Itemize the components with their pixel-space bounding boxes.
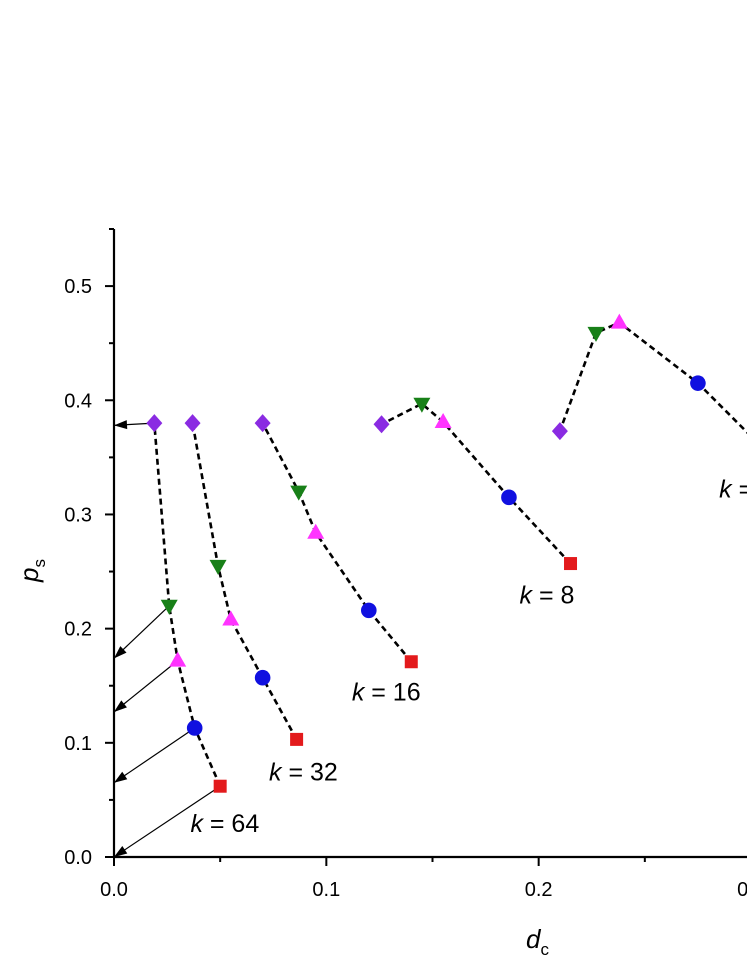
y-tick-label: 0.0 — [64, 847, 92, 869]
series-label-value: = 16 — [364, 679, 420, 707]
square-marker — [213, 779, 227, 793]
series-line — [191, 422, 298, 741]
data-markers — [146, 313, 706, 793]
triangle-down-marker — [290, 485, 308, 501]
series-label: k = 64 — [190, 810, 259, 838]
y-axis-title-sub: s — [30, 559, 49, 568]
diamond-marker — [551, 422, 568, 441]
square-marker — [290, 732, 304, 746]
series-label: k = 16 — [352, 679, 421, 707]
triangle-down-marker — [209, 559, 227, 575]
circle-marker — [254, 669, 271, 686]
series-lines — [153, 321, 747, 787]
circle-marker — [186, 720, 203, 736]
series-label-value: = 32 — [282, 758, 338, 786]
triangle-down-marker — [160, 599, 178, 615]
triangle-up-marker — [307, 523, 325, 539]
x-tick-label: 0.3 — [737, 879, 747, 901]
series-label: k = 8 — [520, 582, 575, 610]
y-axis-title-main: p — [14, 568, 44, 583]
axis-ticks: 0.0 0.1 0.2 0.3 0.0 0.1 0.2 0.3 0.4 0.5 — [64, 228, 747, 901]
y-axis-title: ps — [14, 559, 49, 583]
diamond-marker — [373, 415, 390, 434]
annotation-arrowhead — [114, 646, 127, 659]
diamond-marker — [254, 414, 271, 433]
x-axis-title-main: d — [526, 924, 542, 954]
annotation-arrows — [113, 420, 221, 858]
annotation-arrow-line — [113, 727, 196, 784]
y-tick-label: 0.3 — [64, 504, 92, 526]
x-axis-title: dc — [526, 924, 549, 959]
series-labels: k = 4k = 8k = 16k = 32k = 64 — [190, 475, 747, 838]
series-line — [261, 422, 413, 663]
series-line — [558, 321, 747, 435]
x-axis-title-sub: c — [540, 940, 549, 959]
annotation-arrowhead — [114, 846, 128, 857]
triangle-down-marker — [413, 397, 431, 413]
y-tick-label: 0.2 — [64, 619, 92, 641]
triangle-up-marker — [222, 610, 240, 626]
y-tick-label: 0.5 — [64, 276, 92, 298]
diamond-marker — [146, 414, 163, 433]
series-label: k = 32 — [269, 758, 338, 786]
triangle-up-marker — [610, 313, 628, 329]
series-label-value: = 64 — [203, 810, 259, 838]
annotation-arrowhead — [114, 420, 128, 430]
diamond-marker — [184, 414, 201, 433]
triangle-down-marker — [587, 326, 605, 342]
series-label-k: k — [719, 475, 733, 503]
triangle-up-marker — [169, 651, 187, 667]
series-line — [380, 402, 572, 565]
series-label: k = 4 — [719, 475, 747, 503]
square-marker — [564, 557, 578, 571]
square-marker — [404, 655, 418, 669]
circle-marker — [501, 489, 517, 506]
x-tick-label: 0.2 — [525, 879, 553, 901]
x-tick-label: 0.0 — [100, 879, 128, 901]
series-label-value: = 8 — [532, 582, 574, 610]
circle-marker — [361, 602, 377, 619]
annotation-arrow-line — [113, 785, 221, 858]
series-label-k: k — [352, 679, 366, 707]
circle-marker — [690, 375, 706, 391]
series-label-k: k — [269, 758, 283, 786]
annotation-arrowhead — [114, 771, 128, 783]
series-label-k: k — [190, 810, 204, 838]
y-tick-label: 0.4 — [64, 390, 92, 412]
series-label-value: = 4 — [732, 475, 747, 503]
triangle-up-marker — [434, 412, 452, 428]
x-tick-label: 0.1 — [312, 879, 340, 901]
annotation-arrowhead — [114, 700, 127, 712]
annotation-arrow-line — [113, 660, 179, 713]
series-label-k: k — [520, 582, 534, 610]
y-tick-label: 0.1 — [64, 733, 92, 755]
